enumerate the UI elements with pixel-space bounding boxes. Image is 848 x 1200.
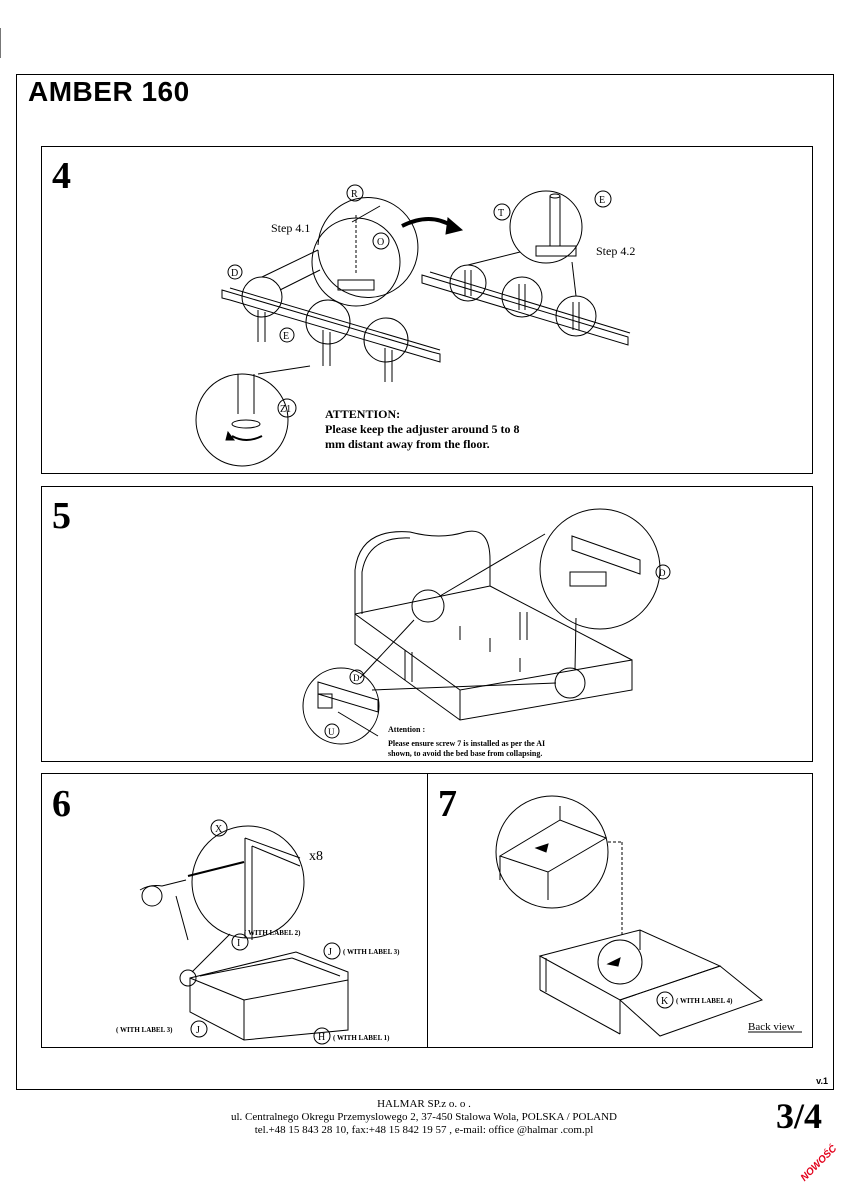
step-6-label-with-3-right: ( WITH LABEL 3)	[343, 948, 400, 956]
part-k-label: K	[661, 996, 669, 1007]
part-t-label: T	[498, 208, 504, 219]
step-6-number: 6	[52, 783, 71, 825]
footer: HALMAR SP.z o. o . ul. Centralnego Okreg…	[0, 1098, 848, 1137]
version-label: v.1	[816, 1076, 828, 1086]
step-4-1-label: Step 4.1	[271, 221, 310, 235]
step-7-label-with-4: ( WITH LABEL 4)	[676, 997, 733, 1005]
footer-address: ul. Centralnego Okregu Przemyslowego 2, …	[230, 1111, 617, 1123]
part-z1-label: Z1	[280, 404, 291, 415]
part-x-label: X	[215, 824, 223, 835]
part-e-label-right: E	[599, 195, 605, 206]
part-u-label: U	[328, 727, 335, 737]
panel-step-4	[41, 146, 813, 474]
part-d-label-step5-right: D	[659, 568, 666, 578]
step-6-label-with-3-left: ( WITH LABEL 3)	[116, 1026, 173, 1034]
page-title: AMBER 160	[28, 76, 190, 107]
step-5-attention-line2: shown, to avoid the bed base from collap…	[388, 749, 542, 758]
scan-edge-mark	[0, 28, 5, 58]
part-d-label-step4: D	[231, 268, 238, 279]
step-4-illustration	[195, 184, 631, 467]
step-4-attention-title: ATTENTION:	[325, 407, 400, 421]
step-6-multiplier: x8	[309, 849, 323, 864]
step-4-number: 4	[52, 155, 71, 197]
part-j-label-left: J	[196, 1025, 200, 1036]
part-h-label: H	[318, 1032, 325, 1043]
step-5-illustration	[302, 508, 671, 745]
step-5-attention-line1: Please ensure screw 7 is installed as pe…	[388, 739, 545, 748]
part-o-label: O	[377, 237, 384, 248]
footer-contact: tel.+48 15 843 28 10, fax:+48 15 842 19 …	[254, 1124, 594, 1136]
part-i-label: I	[237, 938, 240, 949]
footer-company: HALMAR SP.z o. o .	[377, 1098, 471, 1110]
step-7-number: 7	[438, 783, 457, 825]
part-j-label-right: J	[328, 947, 332, 958]
step-7-back-view-label: Back view	[748, 1021, 795, 1033]
step-5-attention-title: Attention :	[388, 725, 425, 734]
panel-step-7	[427, 773, 813, 1048]
page-frame	[16, 74, 834, 1090]
panel-step-5	[41, 486, 813, 762]
part-r-label: R	[351, 189, 358, 200]
step-4-2-label: Step 4.2	[596, 244, 635, 258]
step-6-label-with-2: ( WITH LABEL 2)	[244, 929, 301, 937]
step-4-attention-line2: mm distant away from the floor.	[325, 437, 490, 451]
step-6-illustration	[139, 819, 349, 1045]
part-e-label-left: E	[283, 331, 289, 342]
step-5-number: 5	[52, 495, 71, 537]
page-number: 3/4	[776, 1096, 823, 1136]
step-7-illustration	[495, 795, 802, 1037]
step-6-label-with-1: ( WITH LABEL 1)	[333, 1034, 390, 1042]
step-4-attention-line1: Please keep the adjuster around 5 to 8	[325, 422, 520, 436]
part-d-label-step5-left: D	[353, 673, 360, 683]
